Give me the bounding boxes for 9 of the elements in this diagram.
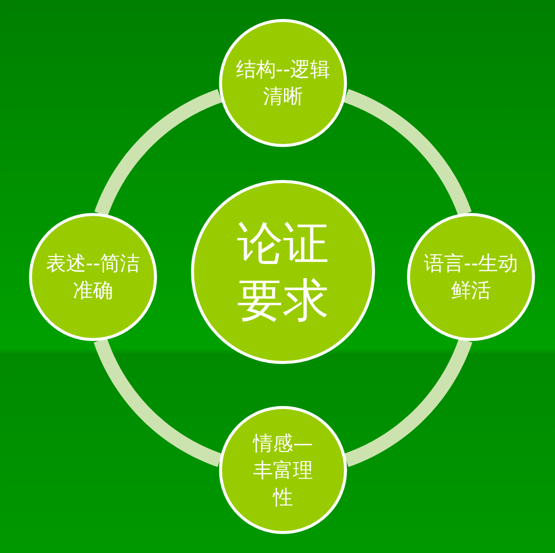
ring-connector [343, 337, 472, 467]
ring-connector [94, 89, 223, 217]
ring-connector [94, 337, 223, 467]
node-label: 论证要求 [236, 214, 330, 329]
node-label: 语言--生动鲜活 [422, 250, 520, 304]
ring-connector [343, 89, 472, 217]
node-label: 结构--逻辑清晰 [234, 56, 332, 110]
node-label: 表述--简洁准确 [44, 250, 142, 304]
node-label: 情感—丰富理性 [252, 430, 314, 510]
